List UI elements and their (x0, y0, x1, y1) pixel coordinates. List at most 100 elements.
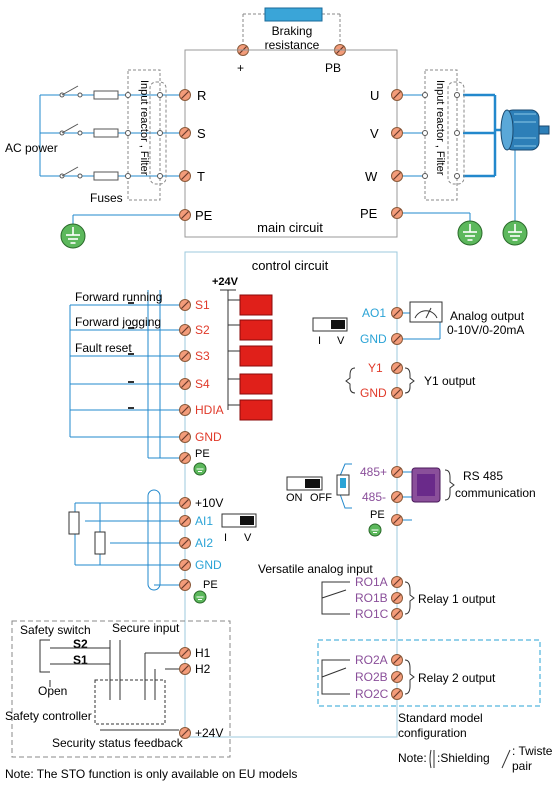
ground-icon (368, 523, 382, 537)
terminal-ro2a (390, 653, 404, 667)
braking-subtitle: resistance (265, 38, 320, 52)
ground-icon (193, 590, 207, 604)
analog-output-range: 0-10V/0-20mA (447, 323, 524, 337)
terminal-h1 (178, 646, 192, 660)
optocoupler-blocks (228, 294, 273, 421)
potentiometer-ai2 (94, 531, 106, 555)
ground-icon (60, 223, 86, 249)
terminal-ai-pe-label: PE (203, 579, 218, 591)
terminal-485-minus-label: 485- (362, 490, 386, 504)
ai-switch-v-label: V (244, 532, 252, 544)
ac-power-label: AC power (5, 141, 58, 155)
terminal-s1 (178, 298, 192, 312)
terminal-ai-gnd (178, 558, 192, 572)
terminal-r-label: R (197, 88, 206, 103)
terminal-ai1-label: AI1 (195, 514, 213, 528)
terminal-ro1c-label: RO1C (355, 607, 389, 621)
terminal-s (178, 126, 192, 140)
s1-function-label: Forward running (75, 290, 162, 304)
terminal-w-label: W (365, 169, 378, 184)
main-circuit-box (184, 49, 398, 238)
digital-input-wiring (69, 290, 179, 459)
terminal-u (390, 88, 404, 102)
terminal-v-label: V (370, 126, 379, 141)
terminal-ro2b-label: RO2B (355, 670, 388, 684)
ai-switch-i-label: I (224, 532, 227, 544)
switch-off-label: OFF (310, 492, 332, 504)
ao-switch-i-label: I (318, 335, 321, 347)
terminal-485-pe (390, 513, 404, 527)
terminal-ao-gnd (390, 332, 404, 346)
terminal-pe-in (178, 208, 192, 222)
terminal-hdia-label: HDIA (195, 403, 224, 417)
meter-icon (409, 301, 443, 323)
terminal-y1-gnd (390, 386, 404, 400)
terminal-485-pe-label: PE (370, 509, 385, 521)
input-switches (59, 85, 83, 179)
terminal-s2 (178, 323, 192, 337)
terminal-u-label: U (370, 88, 379, 103)
terminal-safety-24v (178, 726, 192, 740)
terminal-ai2-label: AI2 (195, 536, 213, 550)
terminal-485-plus (390, 465, 404, 479)
terminal-y1-gnd-label: GND (360, 386, 387, 400)
s2-function-label: Forward jogging (75, 315, 161, 329)
security-feedback-label: Security status feedback (52, 736, 184, 750)
ground-icon (457, 220, 483, 246)
analog-input-label: Versatile analog input (258, 562, 373, 576)
terminal-ro2b (390, 670, 404, 684)
terminal-ao1-label: AO1 (362, 306, 386, 320)
relay1-output-label: Relay 1 output (418, 592, 496, 606)
terminal-ai2 (178, 536, 192, 550)
terminal-ro1a (390, 575, 404, 589)
terminal-pb-label: PB (325, 61, 341, 75)
terminal-safety-24v-label: +24V (195, 726, 223, 740)
ground-icon (193, 462, 207, 476)
fuses (93, 90, 119, 181)
safety-controller-label: Safety controller (5, 709, 92, 723)
terminal-ro1c (390, 607, 404, 621)
terminal-pe-ctrl (178, 451, 192, 465)
terminal-10v (178, 496, 192, 510)
terminal-t-label: T (197, 169, 205, 184)
terminal-y1 (390, 361, 404, 375)
terminal-ro2a-label: RO2A (355, 653, 388, 667)
legend-pair: pair (512, 759, 532, 773)
onoff-switch[interactable] (286, 476, 323, 491)
legend-note: Note: (398, 751, 427, 765)
ao-switch-v-label: V (337, 335, 345, 347)
terminal-485-minus (390, 490, 404, 504)
potentiometer-ai1 (68, 511, 80, 535)
ao-switch[interactable] (312, 317, 348, 332)
terminal-hdia (178, 403, 192, 417)
secure-input-label: Secure input (112, 621, 180, 635)
footnote: Note: The STO function is only available… (5, 767, 297, 781)
terminal-ro1b (390, 591, 404, 605)
terminal-pe-out (390, 206, 404, 220)
legend-twisted: : Twisted (512, 744, 553, 758)
braking-resistor (242, 7, 341, 48)
s1-label: S1 (73, 653, 88, 667)
main-circuit-label: main circuit (257, 220, 323, 235)
fuses-label: Fuses (90, 191, 123, 205)
ground-icon (502, 220, 528, 246)
terminal-s-label: S (197, 126, 206, 141)
safety-box (11, 620, 231, 758)
terminal-plus-label: + (237, 61, 244, 75)
standard-model-label: Standard model (398, 711, 483, 725)
terminal-10v-label: +10V (195, 496, 223, 510)
rs485-termination-switch[interactable] (336, 474, 350, 496)
plus24-label: +24V (212, 276, 239, 288)
terminal-h1-label: H1 (195, 646, 211, 660)
terminal-ai-gnd-label: GND (195, 558, 222, 572)
terminal-ro1a-label: RO1A (355, 575, 388, 589)
terminal-h2 (178, 662, 192, 676)
ai-switch[interactable] (221, 513, 257, 528)
terminal-s2-label: S2 (195, 323, 210, 337)
terminal-ro1b-label: RO1B (355, 591, 388, 605)
terminal-t (178, 169, 192, 183)
output-reactor-label: Input reactor , Filter (434, 80, 446, 176)
terminal-ao-gnd-label: GND (360, 332, 387, 346)
open-label: Open (38, 684, 67, 698)
